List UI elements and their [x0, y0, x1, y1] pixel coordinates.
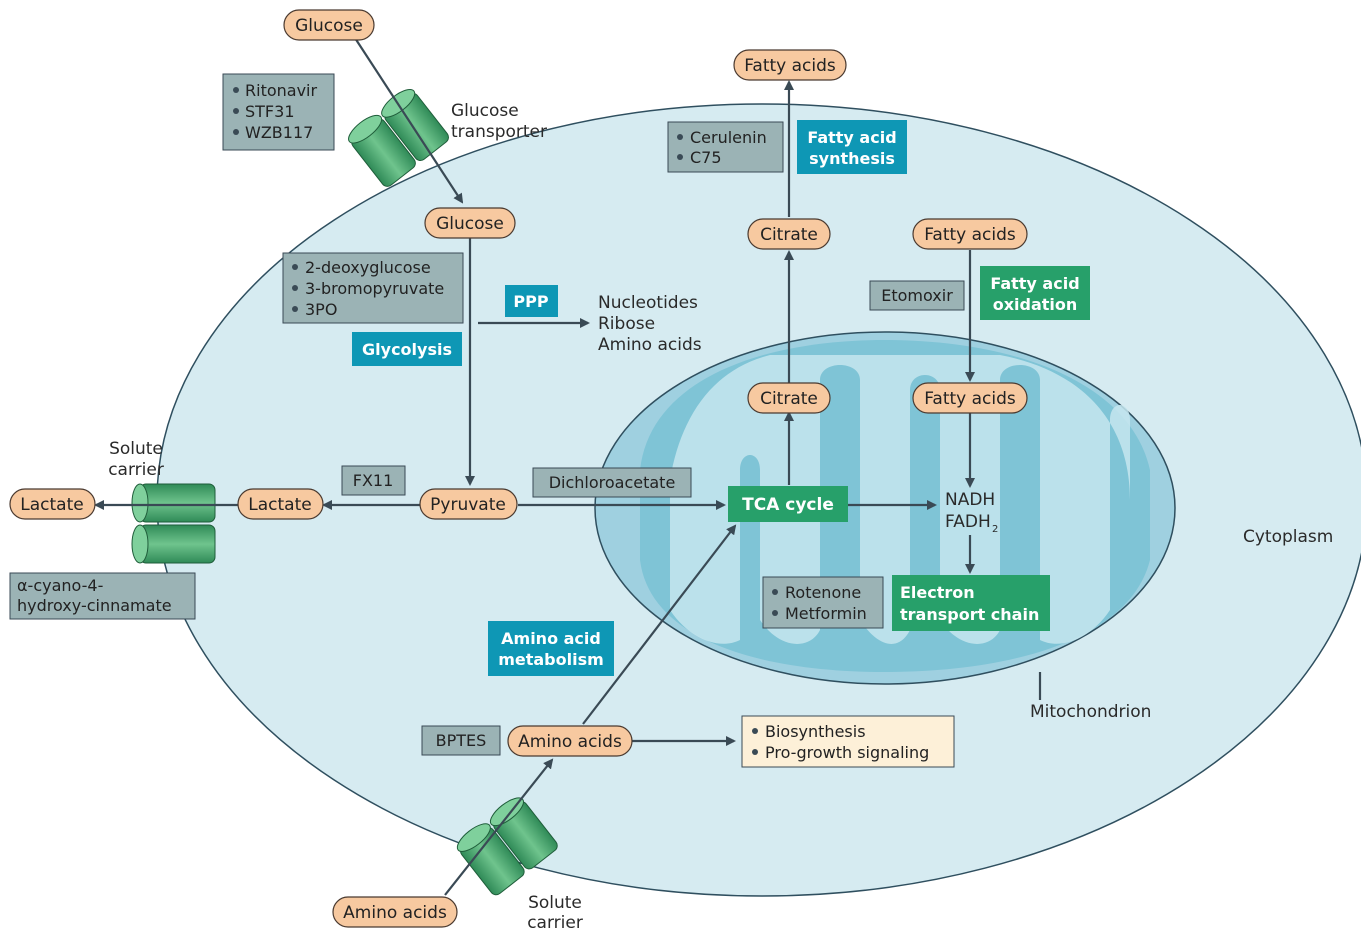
svg-text:TCA cycle: TCA cycle [742, 495, 834, 515]
inhibitor-fasn-box: Cerulenin C75 [667, 121, 784, 173]
svg-text:Amino acids: Amino acids [518, 732, 622, 752]
svg-text:PPP: PPP [513, 292, 548, 311]
svg-text:Ritonavir: Ritonavir [245, 81, 317, 100]
svg-text:Dichloroacetate: Dichloroacetate [549, 473, 676, 492]
svg-text:Citrate: Citrate [760, 225, 818, 245]
svg-text:Lactate: Lactate [248, 495, 311, 515]
svg-text:Solute: Solute [109, 439, 163, 459]
metabolite-lactate-in: Lactate [237, 488, 324, 520]
svg-text:transporter: transporter [451, 122, 547, 142]
svg-text:BPTES: BPTES [436, 731, 487, 750]
svg-text:Fatty acid: Fatty acid [807, 128, 896, 147]
label-ppp-products: Nucleotides Ribose Amino acids [598, 293, 702, 355]
label-solute-carrier-left: Solute carrier [108, 439, 164, 480]
pathway-fa-synthesis: Fatty acid synthesis [797, 120, 907, 174]
svg-text:FADH: FADH [945, 512, 991, 532]
svg-text:oxidation: oxidation [993, 295, 1078, 314]
svg-text:synthesis: synthesis [809, 149, 895, 168]
svg-text:NADH: NADH [945, 490, 995, 510]
inhibitor-etomoxir-box: Etomoxir [869, 280, 965, 311]
svg-text:Amino acids: Amino acids [343, 903, 447, 923]
label-solute-carrier-bottom: Solute carrier [527, 893, 583, 930]
svg-text:Glucose: Glucose [436, 214, 504, 234]
svg-text:Metformin: Metformin [785, 604, 867, 623]
inhibitor-mct-box: α-cyano-4- hydroxy-cinnamate [9, 572, 196, 620]
svg-text:carrier: carrier [108, 460, 164, 480]
metabolite-fatty-acids-cyto: Fatty acids [912, 218, 1028, 250]
inhibitor-fx11-box: FX11 [341, 465, 406, 496]
svg-text:Amino acids: Amino acids [598, 335, 702, 355]
pathway-amino-acid-metabolism: Amino acid metabolism [488, 621, 614, 676]
mitochondrion [594, 331, 1176, 685]
svg-text:Ribose: Ribose [598, 314, 655, 334]
metabolite-lactate-out: Lactate [9, 488, 96, 520]
inhibitor-glut-box: Ritonavir STF31 WZB117 [222, 73, 335, 151]
inhibitor-etc-box: Rotenone Metformin [762, 576, 884, 629]
svg-text:α-cyano-4-: α-cyano-4- [17, 576, 103, 595]
inhibitor-bptes-box: BPTES [421, 725, 501, 756]
inhibitor-dca-box: Dichloroacetate [532, 467, 692, 498]
lactate-solute-carrier [131, 483, 216, 564]
svg-text:3-bromopyruvate: 3-bromopyruvate [305, 279, 444, 298]
svg-text:Glycolysis: Glycolysis [362, 340, 452, 359]
svg-text:Amino acid: Amino acid [501, 629, 601, 648]
amino-acid-solute-carrier [456, 797, 558, 896]
svg-text:3PO: 3PO [305, 300, 337, 319]
svg-text:Electron: Electron [900, 583, 975, 602]
svg-text:2-deoxyglucose: 2-deoxyglucose [305, 258, 431, 277]
label-nadh-fadh2: NADH FADH 2 [945, 490, 998, 535]
label-glucose-transporter: Glucose transporter [451, 101, 547, 142]
svg-text:carrier: carrier [527, 913, 583, 930]
svg-text:Rotenone: Rotenone [785, 583, 861, 602]
svg-text:Biosynthesis: Biosynthesis [765, 722, 866, 741]
label-mitochondrion: Mitochondrion [1030, 702, 1151, 722]
svg-text:Fatty acid: Fatty acid [990, 274, 1079, 293]
svg-text:WZB117: WZB117 [245, 123, 313, 142]
metabolite-fatty-acids-top: Fatty acids [733, 49, 847, 81]
svg-text:Nucleotides: Nucleotides [598, 293, 698, 313]
svg-text:2: 2 [992, 524, 998, 535]
svg-text:Lactate: Lactate [20, 495, 83, 515]
svg-text:Fatty acids: Fatty acids [924, 389, 1016, 409]
pathway-tca: TCA cycle [728, 486, 848, 522]
svg-text:Cerulenin: Cerulenin [690, 128, 767, 147]
svg-text:Fatty acids: Fatty acids [924, 225, 1016, 245]
svg-text:metabolism: metabolism [498, 650, 604, 669]
svg-text:Pro-growth signaling: Pro-growth signaling [765, 743, 929, 762]
svg-text:hydroxy-cinnamate: hydroxy-cinnamate [17, 596, 172, 615]
metabolite-glucose-in: Glucose [424, 207, 516, 239]
svg-text:C75: C75 [690, 148, 722, 167]
svg-text:Fatty acids: Fatty acids [744, 56, 836, 76]
pathway-ppp: PPP [505, 285, 558, 317]
metabolite-amino-acids-in: Amino acids [507, 725, 633, 757]
svg-text:transport chain: transport chain [900, 605, 1039, 624]
pathway-glycolysis: Glycolysis [352, 332, 462, 366]
outcomes-box: Biosynthesis Pro-growth signaling [741, 715, 955, 768]
pathway-etc: Electron transport chain [892, 575, 1050, 631]
svg-text:Pyruvate: Pyruvate [430, 495, 506, 515]
inhibitor-glycolysis-box: 2-deoxyglucose 3-bromopyruvate 3PO [282, 252, 464, 324]
metabolite-citrate-mito: Citrate [747, 382, 831, 414]
metabolite-amino-acids-out: Amino acids [332, 896, 458, 928]
pathway-fa-oxidation: Fatty acid oxidation [980, 266, 1090, 320]
arrows [94, 37, 1042, 896]
metabolite-fatty-acids-mito: Fatty acids [912, 382, 1028, 414]
svg-text:Citrate: Citrate [760, 389, 818, 409]
svg-text:Glucose: Glucose [295, 16, 363, 36]
svg-text:Etomoxir: Etomoxir [881, 286, 953, 305]
metabolite-glucose-out: Glucose [283, 9, 375, 41]
metabolite-pyruvate: Pyruvate [419, 488, 518, 520]
metabolite-citrate-cyto: Citrate [747, 218, 831, 250]
svg-text:Solute: Solute [528, 893, 582, 913]
svg-text:Glucose: Glucose [451, 101, 519, 121]
svg-text:FX11: FX11 [353, 471, 394, 490]
svg-text:STF31: STF31 [245, 102, 295, 121]
label-cytoplasm: Cytoplasm [1243, 527, 1333, 547]
